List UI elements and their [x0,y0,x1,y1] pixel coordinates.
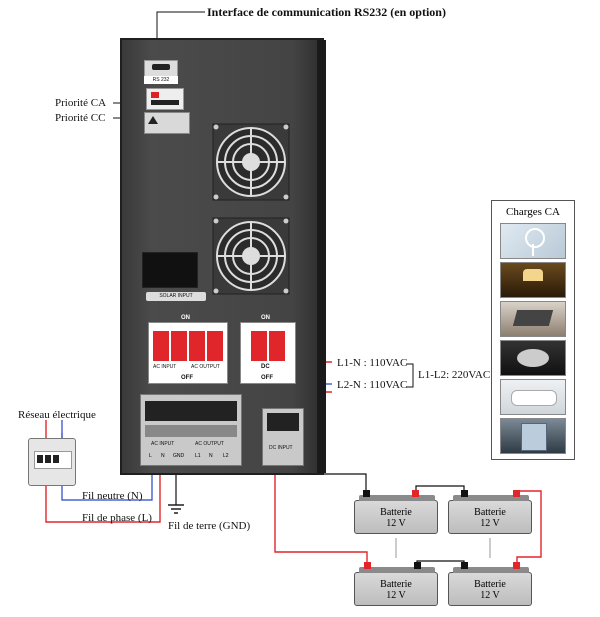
dc-input-terminal-label: DC INPUT [269,445,293,451]
phase-label: Fil de phase (L) [82,512,152,524]
terre-label: Fil de terre (GND) [168,520,251,532]
battery-3: Batterie 12 V [354,567,438,606]
term-l1: L1 [195,453,201,459]
l2n-label: L2-N : 110VAC [337,379,408,391]
battery-3-voltage: 12 V [386,590,406,601]
refrigerator-image [500,418,566,454]
battery-2-voltage: 12 V [480,518,500,529]
term-l: L [149,453,152,459]
dc-on-label: ON [261,315,270,321]
cooker-image [500,340,566,376]
dc-wire-red [274,430,368,565]
bracket-l1l2 [406,363,414,388]
fan-image [500,223,566,259]
charges-title: Charges CA [506,206,560,218]
bat3-pos-terminal [364,562,371,569]
dc-breaker-2[interactable] [269,331,285,361]
reseau-label: Réseau électrique [18,409,96,421]
laptop-image [500,301,566,337]
ac-input-tag: AC INPUT [153,364,177,370]
ac-off-label: OFF [181,375,193,381]
bat4-neg-terminal [461,562,468,569]
ac-breaker-4[interactable] [207,331,223,361]
priority-switch[interactable] [146,88,184,110]
grid-breaker-box [28,438,76,486]
battery-4-voltage: 12 V [480,590,500,601]
battery-4: Batterie 12 V [448,567,532,606]
bat3-neg-terminal [414,562,421,569]
dc-breaker-panel: ON DC OFF [240,315,296,384]
term-gnd: GND [173,453,185,459]
ac-breaker-1[interactable] [153,331,169,361]
dc-off-label: OFF [261,375,273,381]
air-conditioner-image [500,379,566,415]
neutre-label: Fil neutre (N) [82,490,143,502]
solar-input-tag: SOLAR INPUT [146,292,206,301]
inverter-unit: RS 232 SOLAR INPUT ON [120,38,324,475]
battery-1: Batterie 12 V [354,495,438,534]
ac-breaker-2[interactable] [171,331,187,361]
ac-terminal-block: AC INPUT AC OUTPUT L N GND L1 N L2 [140,394,242,466]
charges-panel: Charges CA [491,200,575,460]
battery-3-label: Batterie [380,579,412,590]
ac-breaker-3[interactable] [189,331,205,361]
term-l2: L2 [223,453,229,459]
dc-terminal-block: DC INPUT [262,408,304,466]
prio-cc-label: Priorité CC [55,112,106,124]
prio-ca-label: Priorité CA [55,97,107,109]
ac-output-terminal-label: AC OUTPUT [195,441,224,447]
bat1-pos-terminal [412,490,419,497]
l1l2-label: L1-L2: 220VAC [418,369,491,381]
battery-1-voltage: 12 V [386,518,406,529]
rs232-tag: RS 232 [144,76,178,84]
rs232-label: Interface de communication RS232 (en opt… [207,5,446,19]
dc-breaker-1[interactable] [251,331,267,361]
dc-tag: DC [261,364,270,370]
battery-1-label: Batterie [380,507,412,518]
bat1-neg-terminal [363,490,370,497]
bat-link-3 [416,560,465,565]
ac-breaker-panel: ON AC INPUT AC OUTPUT OFF [148,315,228,384]
ac-output-tag: AC OUTPUT [191,364,220,370]
lamp-image [500,262,566,298]
term-n: N [161,453,165,459]
battery-2-label: Batterie [474,507,506,518]
ac-on-label: ON [181,315,190,321]
term-n2: N [209,453,213,459]
bat2-pos-terminal [513,490,520,497]
ac-input-terminal-label: AC INPUT [151,441,175,447]
cooling-fan-1 [212,123,290,201]
inverter-side [317,40,326,473]
cooling-fan-2 [212,217,290,295]
battery-4-label: Batterie [474,579,506,590]
battery-2: Batterie 12 V [448,495,532,534]
warning-label [144,112,190,134]
l1n-label: L1-N : 110VAC [337,357,408,369]
bat-link-1 [415,485,465,493]
solar-input-label: SOLAR INPUT [159,293,193,299]
solar-input-window [142,252,198,288]
bat2-neg-terminal [461,490,468,497]
bat4-pos-terminal [513,562,520,569]
